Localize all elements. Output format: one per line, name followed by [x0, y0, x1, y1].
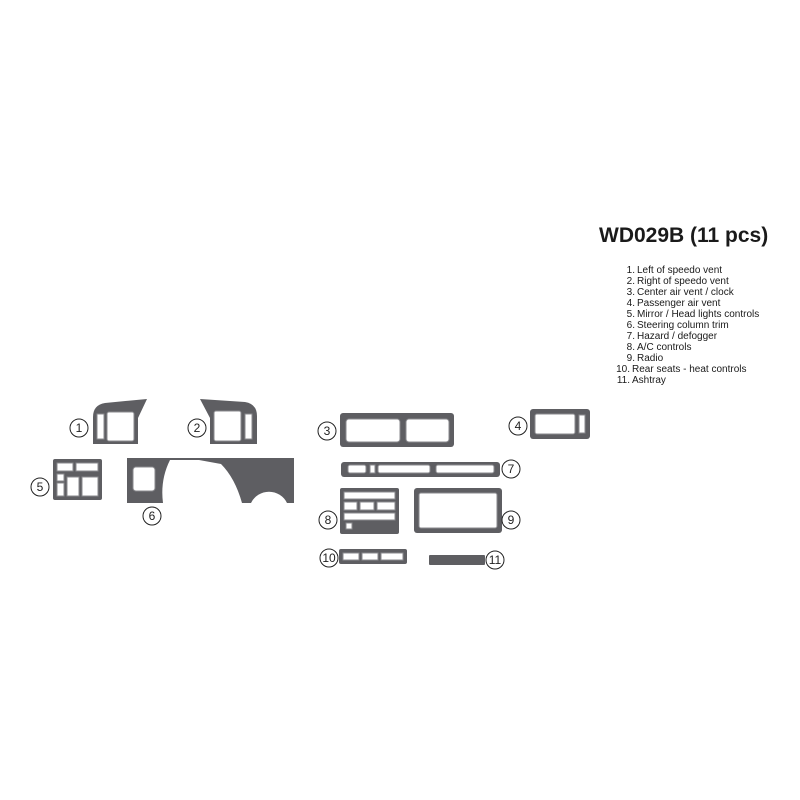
- legend-item: 9.Radio: [626, 353, 664, 364]
- svg-text:4: 4: [515, 419, 522, 433]
- kit-title: WD029B (11 pcs): [599, 224, 769, 247]
- legend-item: 11.Ashtray: [616, 375, 666, 386]
- callout-11: 11: [485, 550, 505, 570]
- callout-6: 6: [142, 506, 162, 526]
- svg-text:2: 2: [194, 421, 201, 435]
- piece-steering-column-trim: [127, 458, 294, 503]
- piece-left-speedo-vent: [93, 399, 147, 444]
- svg-text:11: 11: [489, 553, 502, 567]
- callout-4: 4: [508, 416, 528, 436]
- legend-item: 6.Steering column trim: [626, 320, 729, 331]
- callout-1: 1: [69, 418, 89, 438]
- parts-legend: 1.Left of speedo vent 2.Right of speedo …: [615, 265, 759, 386]
- piece-center-vent-clock: [340, 413, 454, 447]
- svg-text:8: 8: [325, 513, 332, 527]
- callout-5: 5: [30, 477, 50, 497]
- piece-ashtray: [429, 555, 485, 565]
- piece-mirror-headlight-controls: [53, 459, 102, 500]
- legend-item: 2.Right of speedo vent: [626, 276, 729, 287]
- legend-item: 10.Rear seats - heat controls: [616, 364, 747, 375]
- svg-text:5: 5: [37, 480, 44, 494]
- svg-text:1: 1: [76, 421, 83, 435]
- legend-item: 1.Left of speedo vent: [626, 265, 723, 276]
- piece-hazard-defogger: [341, 462, 500, 477]
- svg-text:6: 6: [149, 509, 156, 523]
- svg-text:7: 7: [508, 462, 515, 476]
- legend-item: 4.Passenger air vent: [626, 298, 721, 309]
- piece-radio: [414, 488, 502, 533]
- svg-text:10: 10: [322, 551, 336, 565]
- legend-item: 8.A/C controls: [626, 342, 692, 353]
- callout-8: 8: [318, 510, 338, 530]
- piece-right-speedo-vent: [200, 399, 257, 444]
- svg-text:9: 9: [508, 513, 515, 527]
- callout-3: 3: [317, 421, 337, 441]
- piece-ac-controls: [340, 488, 399, 534]
- piece-rear-seat-heat-controls: [339, 549, 407, 564]
- callout-2: 2: [187, 418, 207, 438]
- legend-item: 7.Hazard / defogger: [626, 331, 718, 342]
- piece-passenger-vent: [530, 409, 590, 439]
- legend-item: 3.Center air vent / clock: [626, 287, 734, 298]
- legend-item: 5.Mirror / Head lights controls: [626, 309, 760, 320]
- svg-text:3: 3: [324, 424, 331, 438]
- callout-10: 10: [319, 548, 339, 568]
- callout-7: 7: [501, 459, 521, 479]
- callout-9: 9: [501, 510, 521, 530]
